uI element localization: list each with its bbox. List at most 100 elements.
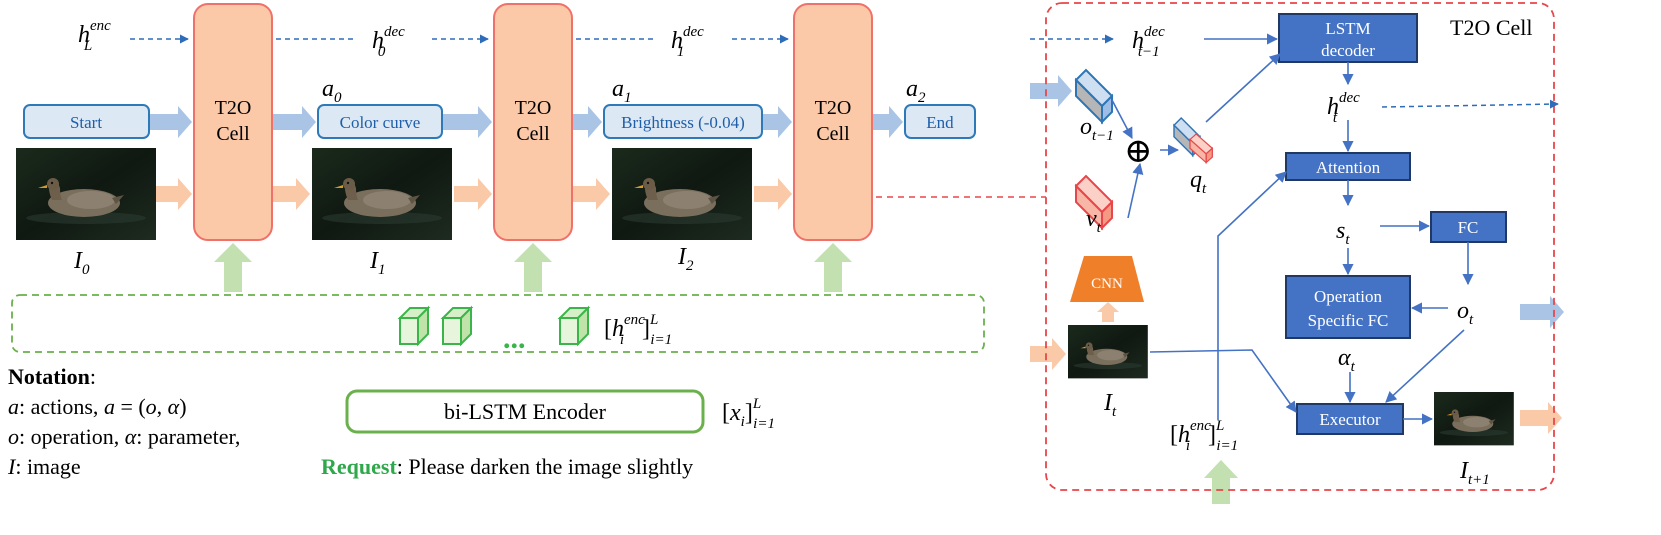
cell-label: Cell xyxy=(216,123,250,145)
svg-text:Start: Start xyxy=(70,113,102,132)
arrow-vt-to-plus xyxy=(1127,162,1144,219)
cell-label: T2O xyxy=(815,97,852,119)
arrow-enc-to-attention xyxy=(1217,171,1287,420)
t2o-cell-1: T2O Cell xyxy=(193,3,273,241)
cell-label: Cell xyxy=(816,123,850,145)
svg-text:FC: FC xyxy=(1458,218,1479,237)
arrow-I1-to-cell2 xyxy=(454,178,492,210)
arrow-enc-to-cell3 xyxy=(814,243,852,292)
green-vector-icon xyxy=(559,307,589,345)
action-labels: a0 a1 a2 xyxy=(322,76,926,106)
I-t-label: It xyxy=(1103,390,1117,420)
svg-text:Color curve: Color curve xyxy=(340,113,421,132)
s-t-label: st xyxy=(1336,218,1350,248)
arrow-enc-to-cell2 xyxy=(514,243,552,292)
bilstm-encoder: bi-LSTM Encoder xyxy=(345,389,705,434)
arrow-I0-to-cell1 xyxy=(156,178,192,210)
o-t-label: ot xyxy=(1457,298,1474,328)
a1-label: a1 xyxy=(612,76,632,106)
action-flow-arrows xyxy=(150,75,1564,328)
circled-plus-icon: ⊕ xyxy=(1124,133,1153,170)
arrow-out-It-plus-1 xyxy=(1520,402,1562,434)
lstm-decoder: LSTM decoder xyxy=(1278,13,1418,63)
arrow-a1-to-cell3 xyxy=(763,106,792,138)
ellipsis: ... xyxy=(503,322,526,355)
arrow-ot-to-executor xyxy=(1385,329,1465,403)
green-vector-icon xyxy=(399,307,429,345)
cell-label: T2O xyxy=(215,97,252,119)
I2-label: I2 xyxy=(677,244,694,274)
image-flow-arrows xyxy=(156,178,1562,434)
green-vector-icon xyxy=(442,307,472,345)
arrow-oprev-to-plus xyxy=(1111,99,1133,139)
image-I0 xyxy=(16,148,156,240)
arrow-cell1-to-I1 xyxy=(273,178,310,210)
I-next-label: It+1 xyxy=(1459,458,1490,488)
operation-specific-fc: Operation Specific FC xyxy=(1285,275,1411,339)
arrow-cell2-to-I2 xyxy=(573,178,610,210)
arrow-enc-into-panel xyxy=(1204,460,1238,504)
cell-label: Cell xyxy=(516,123,550,145)
a2-label: a2 xyxy=(906,76,926,106)
I0-label: I0 xyxy=(73,248,90,278)
svg-text:bi-LSTM Encoder: bi-LSTM Encoder xyxy=(444,399,607,424)
arrow-cell3-to-a2 xyxy=(873,106,903,138)
svg-text:Specific FC: Specific FC xyxy=(1308,311,1389,330)
svg-text:Brightness (-0.04): Brightness (-0.04) xyxy=(621,113,745,132)
arrow-out-of-panel xyxy=(1520,296,1564,328)
t2o-cell-3: T2O Cell xyxy=(793,3,873,241)
action-box-start: Start xyxy=(23,104,150,139)
svg-text:Executor: Executor xyxy=(1319,410,1381,429)
fc-module: FC xyxy=(1430,211,1507,243)
cnn-module: CNN xyxy=(1070,256,1144,302)
svg-text:decoder: decoder xyxy=(1321,41,1375,60)
image-I2 xyxy=(612,148,752,240)
v-t-label: vt xyxy=(1086,206,1102,236)
arrow-cell1-to-a0 xyxy=(273,106,316,138)
executor-module: Executor xyxy=(1296,403,1404,435)
t2o-cell-panel xyxy=(1045,2,1555,491)
red-vector-icon xyxy=(1189,133,1213,164)
notation-title: Notation: xyxy=(8,364,96,389)
action-box-color-curve: Color curve xyxy=(317,104,443,139)
action-box-end: End xyxy=(904,104,976,139)
arrow-h-t-out xyxy=(1381,99,1559,109)
I1-label: I1 xyxy=(369,248,386,278)
arrow-a0-to-cell2 xyxy=(443,106,492,138)
o-prev-label: ot−1 xyxy=(1080,114,1114,144)
svg-text:LSTM: LSTM xyxy=(1325,19,1370,38)
alpha-t-label: αt xyxy=(1338,345,1356,375)
svg-text:End: End xyxy=(926,113,954,132)
arrow-cell2-to-a1 xyxy=(573,106,602,138)
action-box-brightness: Brightness (-0.04) xyxy=(603,104,763,139)
arrow-It-to-executor xyxy=(1149,349,1297,413)
panel-title: T2O Cell xyxy=(1450,15,1533,40)
image-I1 xyxy=(312,148,452,240)
arrow-I2-to-cell3 xyxy=(754,178,792,210)
notation-line-3: I: image xyxy=(7,454,81,479)
notation-line-1: a: actions, a = (o, α) xyxy=(8,394,187,419)
image-labels: I0 I1 I2 xyxy=(73,244,694,278)
arrow-qt-to-lstm xyxy=(1205,53,1281,123)
a0-label: a0 xyxy=(322,76,342,106)
notation-block: Notation: a: actions, a = (o, α) o: oper… xyxy=(7,364,240,479)
arrow-enc-to-cell1 xyxy=(214,243,252,292)
svg-text:Attention: Attention xyxy=(1316,158,1381,177)
notation-line-2: o: operation, α: parameter, xyxy=(8,424,240,449)
request-text: Request: Please darken the image slightl… xyxy=(321,454,693,479)
attention-module: Attention xyxy=(1285,152,1411,181)
arrow-into-o-prev xyxy=(1030,75,1072,107)
arrow-It-to-cnn xyxy=(1097,302,1119,322)
arrow-into-It xyxy=(1030,338,1066,370)
cell-label: T2O xyxy=(515,97,552,119)
